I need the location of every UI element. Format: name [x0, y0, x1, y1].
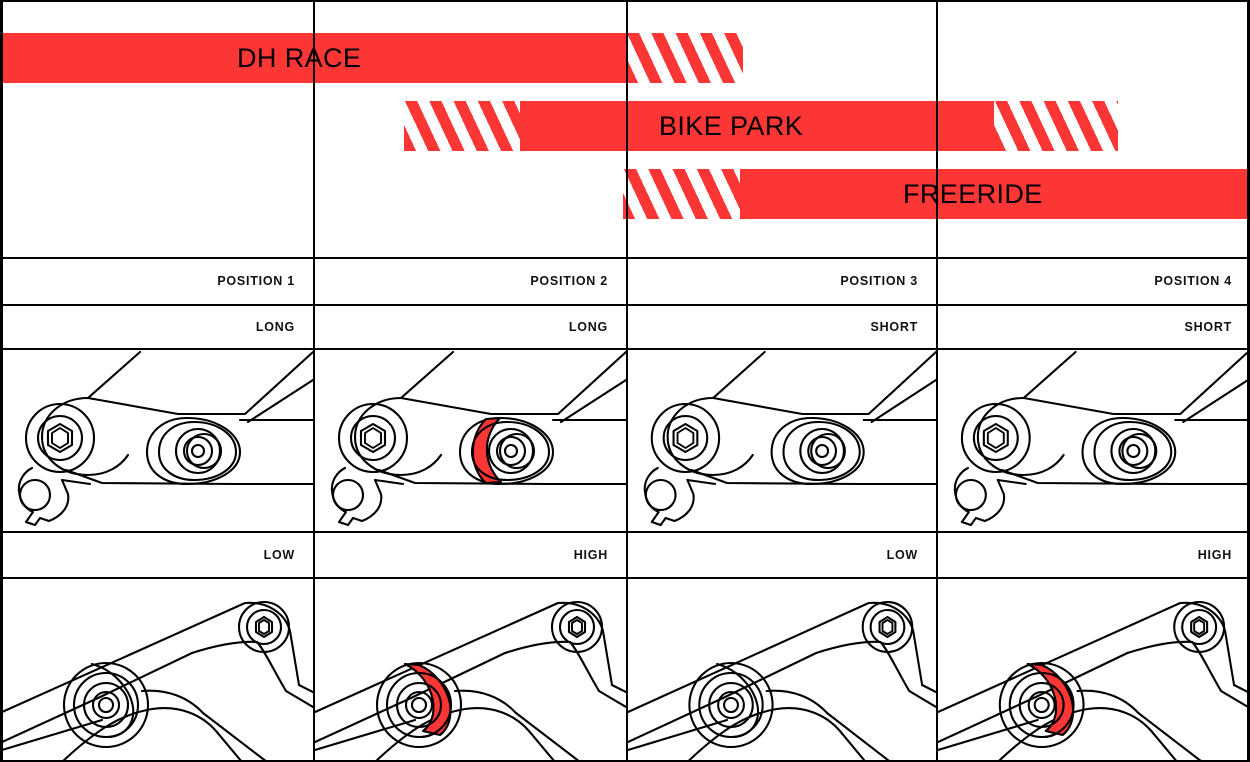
- grid-row-divider-3: [0, 348, 1250, 350]
- chainstay-assembly-illustration: [330, 350, 626, 527]
- rocker-link-drawing-position-1: [2, 579, 313, 762]
- usage-bar-hatch-left: [404, 101, 520, 151]
- grid-column-divider-3: [936, 0, 938, 762]
- position-label-text: POSITION 2: [530, 274, 608, 288]
- rocker-link-outline: [315, 600, 626, 762]
- position-label-cell-1: POSITION 1: [0, 258, 313, 304]
- chainstay-drawing-position-3: [628, 350, 936, 531]
- chainstay-length-text: LONG: [568, 319, 608, 334]
- usage-bar-solid: [520, 101, 994, 151]
- geometry-setting-cell-2: HIGH: [315, 533, 626, 577]
- rocker-link-illustration: [938, 600, 1248, 762]
- usage-bar-label: BIKE PARK: [659, 111, 804, 141]
- chainstay-outline: [330, 350, 626, 527]
- rocker-link-illustration: [315, 600, 626, 762]
- chainstay-drawing-position-1: [2, 350, 313, 531]
- position-label-text: POSITION 1: [217, 274, 295, 288]
- geometry-setting-text: LOW: [886, 548, 918, 562]
- chainstay-length-text: SHORT: [870, 319, 918, 334]
- usage-bar-hatch-right: [994, 101, 1118, 151]
- usage-bar-label: FREERIDE: [903, 179, 1043, 209]
- chainstay-length-cell-2: LONG: [315, 305, 626, 348]
- rocker-link-drawing-position-3: [628, 579, 936, 762]
- geometry-setting-text: HIGH: [573, 548, 608, 562]
- chainstay-outline: [953, 350, 1248, 527]
- usage-bar-bike-park: BIKE PARK: [0, 101, 1250, 151]
- geometry-setting-cell-3: LOW: [628, 533, 936, 577]
- rocker-link-drawing-position-2: [315, 579, 626, 762]
- rocker-link-outline: [938, 600, 1248, 762]
- position-label-text: POSITION 4: [1154, 274, 1232, 288]
- chainstay-length-cell-4: SHORT: [938, 305, 1250, 348]
- grid-border-bottom: [0, 760, 1250, 762]
- chainstay-length-cell-3: SHORT: [628, 305, 936, 348]
- usage-bar-freeride: FREERIDE: [0, 169, 1250, 219]
- chainstay-length-text: SHORT: [1184, 319, 1232, 334]
- geometry-setting-cell-4: HIGH: [938, 533, 1250, 577]
- position-label-cell-3: POSITION 3: [628, 258, 936, 304]
- geometry-setting-text: LOW: [263, 548, 295, 562]
- grid-border-top: [0, 0, 1250, 2]
- chainstay-assembly-illustration: [643, 350, 936, 527]
- chainstay-outline: [17, 350, 313, 527]
- grid-border-left: [0, 0, 3, 762]
- geometry-setting-cell-1: LOW: [0, 533, 313, 577]
- usage-bar-solid: [740, 169, 1250, 219]
- usage-bar-hatch-right: [626, 33, 743, 83]
- chainstay-drawing-position-2: [315, 350, 626, 531]
- position-label-text: POSITION 3: [840, 274, 918, 288]
- grid-column-divider-1: [313, 0, 315, 762]
- usage-bar-label: DH RACE: [237, 43, 362, 73]
- chainstay-drawing-position-4: [938, 350, 1248, 531]
- rocker-link-drawing-position-4: [938, 579, 1248, 762]
- position-label-cell-2: POSITION 2: [315, 258, 626, 304]
- chainstay-outline: [643, 350, 936, 527]
- rocker-link-illustration: [2, 600, 313, 762]
- rocker-link-outline: [2, 600, 313, 762]
- grid-row-divider-1: [0, 257, 1250, 259]
- chainstay-length-text: LONG: [255, 319, 295, 334]
- usage-bar-dh-race: DH RACE: [0, 33, 1250, 83]
- grid-row-divider-4: [0, 531, 1250, 533]
- geometry-setting-text: HIGH: [1197, 548, 1232, 562]
- position-label-cell-4: POSITION 4: [938, 258, 1250, 304]
- rocker-link-outline: [628, 600, 936, 762]
- chainstay-length-cell-1: LONG: [0, 305, 313, 348]
- grid-row-divider-2: [0, 304, 1250, 306]
- rocker-link-illustration: [628, 600, 936, 762]
- chainstay-assembly-illustration: [953, 350, 1248, 527]
- usage-bar-hatch-left: [623, 169, 740, 219]
- grid-row-divider-5: [0, 577, 1250, 579]
- grid-border-right: [1247, 0, 1250, 762]
- grid-column-divider-2: [626, 0, 628, 762]
- chainstay-assembly-illustration: [17, 350, 313, 527]
